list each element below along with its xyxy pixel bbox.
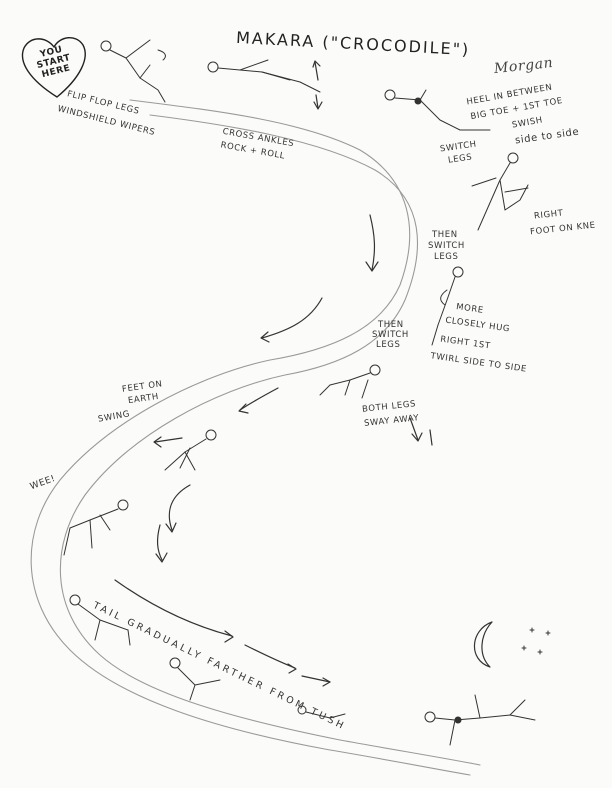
figure-tail-3 xyxy=(297,705,346,719)
figure-cross-ankles xyxy=(207,59,321,93)
figure-crocodile-final xyxy=(424,694,536,746)
label-then-switch-1: THEN xyxy=(432,230,458,240)
label-then-switch2-2: SWITCH xyxy=(372,330,409,340)
figure-tail xyxy=(69,594,131,646)
start-heart xyxy=(21,37,86,98)
moon-icon xyxy=(473,621,493,668)
figure-heel-toes xyxy=(384,89,491,131)
figure-twirl xyxy=(431,266,464,346)
label-then-switch2-3: LEGS xyxy=(376,340,401,350)
star-icons xyxy=(521,627,551,655)
figure-foot-on-knee xyxy=(471,152,529,231)
label-then-switch2-1: THEN xyxy=(378,320,404,330)
figure-feet-on-earth xyxy=(164,429,217,471)
figure-tail-2 xyxy=(169,657,221,701)
direction-arrows xyxy=(114,60,433,687)
figure-flip-flop xyxy=(100,39,166,103)
figure-both-legs-sway xyxy=(319,364,381,399)
label-then-switch-2: SWITCH xyxy=(428,241,465,251)
figure-wee xyxy=(63,499,129,556)
winding-path xyxy=(30,99,481,776)
label-then-switch-3: LEGS xyxy=(434,252,459,262)
